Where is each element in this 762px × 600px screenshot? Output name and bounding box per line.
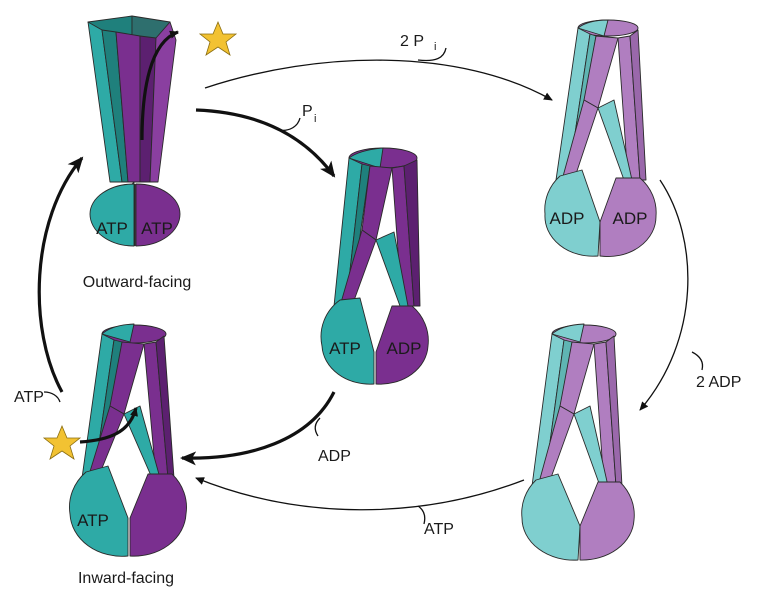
post-hydrolysis-right-nucleotide: ADP — [613, 209, 648, 228]
label-2pi-sub: i — [434, 41, 436, 53]
arrow-occluded-to-inward — [180, 391, 336, 466]
occluded-left-nucleotide: ATP — [329, 339, 361, 358]
arrow-apo-to-inward — [195, 477, 525, 511]
inward-facing-caption: Inward-facing — [78, 570, 174, 587]
label-atp-left: ATP — [14, 389, 44, 406]
outward-right-nucleotide: ATP — [141, 219, 173, 238]
outward-facing-caption: Outward-facing — [83, 274, 192, 291]
inward-left-nucleotide: ATP — [77, 511, 109, 530]
label-pi-sub: i — [314, 113, 316, 125]
arrow-inward-to-outward — [37, 156, 84, 393]
label-2adp: 2 ADP — [696, 374, 741, 391]
label-2pi-main: 2 P — [400, 33, 424, 50]
label-adp-center: ADP — [318, 448, 351, 465]
occluded-right-nucleotide: ADP — [387, 339, 422, 358]
outward-left-nucleotide: ATP — [96, 219, 128, 238]
substrate-star-icon — [42, 424, 82, 460]
post-hydrolysis-left-nucleotide: ADP — [550, 209, 585, 228]
arrow-outward-to-occluded — [195, 108, 336, 178]
transporter-apo-state — [521, 323, 635, 561]
arrow-post-hydrolysis-to-apo — [639, 179, 689, 411]
label-pi-main: P — [302, 103, 313, 120]
transporter-occluded-state — [320, 147, 429, 385]
label-atp-bottom: ATP — [424, 521, 454, 538]
transporter-outward-facing — [87, 15, 181, 247]
substrate-star-icon — [198, 20, 238, 56]
arrow-outward-to-post-hydrolysis — [204, 59, 553, 101]
transporter-post-hydrolysis-state — [544, 19, 657, 257]
